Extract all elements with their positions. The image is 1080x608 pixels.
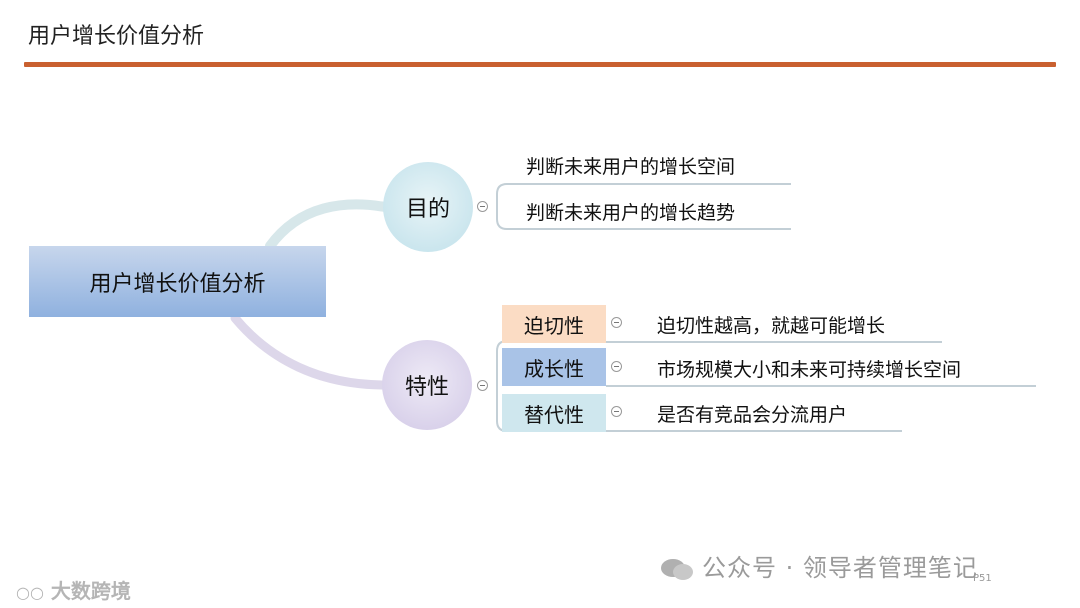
root-node[interactable]: 用户增长价值分析: [29, 246, 326, 317]
slide-title: 用户增长价值分析: [28, 24, 205, 49]
trait-urgency-underline: [606, 341, 942, 343]
trait-growth-underline: [606, 385, 1036, 387]
trait-substitutability[interactable]: 替代性: [502, 394, 606, 432]
collapse-traits-icon[interactable]: [477, 380, 488, 391]
brand-logo-icon: ○○: [16, 583, 44, 602]
collapse-substitutability-icon[interactable]: [611, 406, 622, 417]
purpose-bracket: [496, 183, 508, 230]
title-divider: [24, 62, 1056, 67]
traits-node[interactable]: 特性: [382, 340, 472, 430]
trait-urgency-desc: 迫切性越高，就越可能增长: [657, 315, 886, 337]
trait-substitutability-desc: 是否有竞品会分流用户: [657, 404, 848, 426]
collapse-purpose-icon[interactable]: [477, 201, 488, 212]
watermark-right-text: 公众号 · 领导者管理笔记: [702, 554, 978, 582]
watermark-right: 公众号 · 领导者管理笔记: [660, 548, 978, 583]
purpose-item-1-underline: [507, 183, 791, 185]
purpose-node[interactable]: 目的: [383, 162, 473, 252]
watermark-left: ○○ 大数跨境: [16, 575, 131, 604]
purpose-item-2: 判断未来用户的增长趋势: [526, 202, 736, 224]
collapse-urgency-icon[interactable]: [611, 317, 622, 328]
traits-node-label: 特性: [404, 375, 449, 400]
connector-root-traits: [230, 313, 390, 390]
traits-bracket: [496, 340, 508, 432]
purpose-node-label: 目的: [405, 197, 450, 222]
page-number: P51: [973, 573, 992, 584]
collapse-growth-icon[interactable]: [611, 361, 622, 372]
connector-root-purpose: [265, 199, 390, 251]
trait-growth[interactable]: 成长性: [502, 348, 606, 386]
trait-substitutability-underline: [606, 430, 902, 432]
trait-urgency[interactable]: 迫切性: [502, 305, 606, 343]
wechat-icon: [660, 557, 694, 581]
purpose-item-1: 判断未来用户的增长空间: [526, 156, 736, 178]
purpose-item-2-underline: [507, 228, 791, 230]
trait-growth-desc: 市场规模大小和未来可持续增长空间: [657, 359, 962, 381]
watermark-left-text: 大数跨境: [50, 579, 131, 603]
